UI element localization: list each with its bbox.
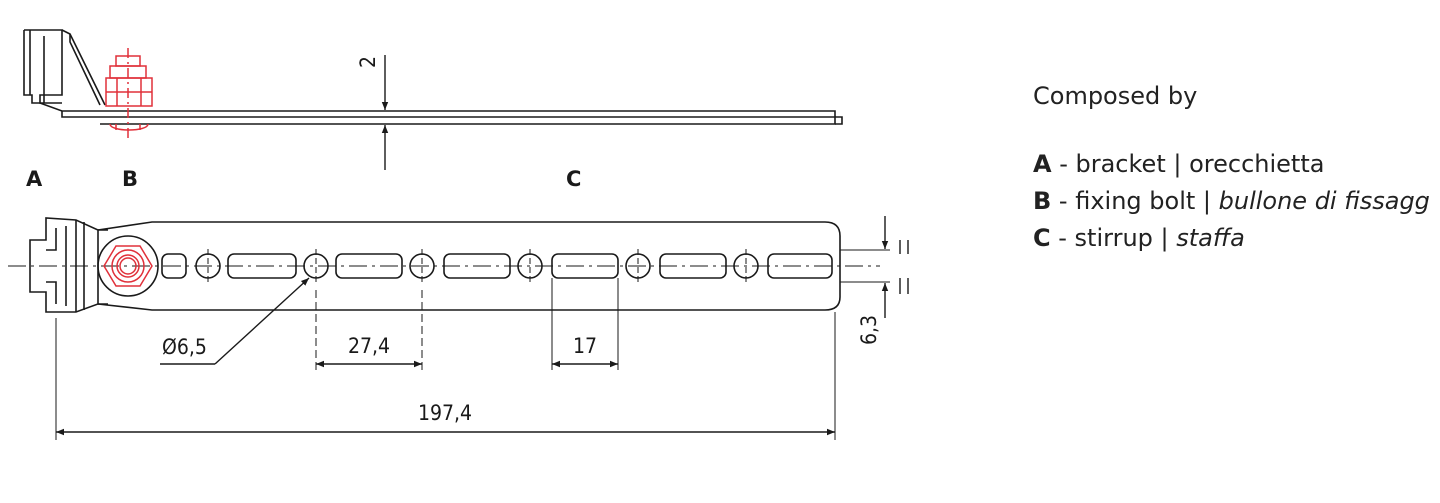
mounting-slot (551, 253, 619, 279)
hole-diameter-leader (160, 277, 310, 365)
side-bolt (105, 48, 153, 140)
legend-items: A - bracket | orecchietta B - fixing bolt… (1033, 146, 1438, 257)
width-label: 6,3 (857, 315, 881, 345)
slot-length-label: 17 (573, 334, 597, 358)
legend-item: C - stirrup | staffa (1033, 224, 1245, 252)
bolt-washer (97, 235, 159, 297)
mounting-slot (227, 253, 297, 279)
thickness-label: 2 (356, 56, 380, 68)
mounting-slot (659, 253, 727, 279)
legend-item-name: fixing bolt (1075, 187, 1196, 215)
side-bracket (23, 29, 106, 112)
part-label-b: B (122, 167, 138, 191)
holes-group (161, 249, 833, 283)
total-length-label: 197,4 (418, 401, 472, 425)
mounting-slot (335, 253, 403, 279)
part-label-c: C (566, 167, 581, 191)
total-length-dimension (55, 312, 836, 440)
legend-item-code: A (1033, 150, 1052, 178)
width-dimension (840, 216, 909, 318)
part-label-a: A (26, 167, 43, 191)
slot-length-dimension (551, 278, 619, 370)
legend-item-translation: staffa (1176, 224, 1245, 252)
legend-item: A - bracket | orecchietta (1033, 150, 1325, 178)
legend-item-translation: orecchietta (1189, 150, 1325, 178)
mounting-slot (161, 253, 187, 279)
legend-title: Composed by (1033, 82, 1198, 110)
top-stirrup (97, 221, 841, 311)
legend-item-code: B (1033, 187, 1052, 215)
legend-item-name: bracket (1075, 150, 1166, 178)
mounting-slot (443, 253, 511, 279)
top-bolt (103, 245, 153, 287)
hole-diameter-label: Ø6,5 (162, 335, 207, 359)
legend-item-code: C (1033, 224, 1051, 252)
hole-pitch-label: 27,4 (348, 334, 390, 358)
top-view (8, 217, 880, 313)
hole-pitch-dimension (315, 290, 423, 370)
legend-item-name: stirrup (1074, 224, 1153, 252)
legend-item-translation: bullone di fissagg (1218, 187, 1430, 215)
side-view (23, 29, 843, 140)
legend: Composed by A - bracket | orecchietta B -… (1033, 82, 1438, 257)
side-plate (61, 110, 843, 125)
mounting-slot (767, 253, 833, 279)
top-bracket (29, 217, 99, 313)
legend-item: B - fixing bolt | bullone di fissagg (1033, 187, 1430, 215)
